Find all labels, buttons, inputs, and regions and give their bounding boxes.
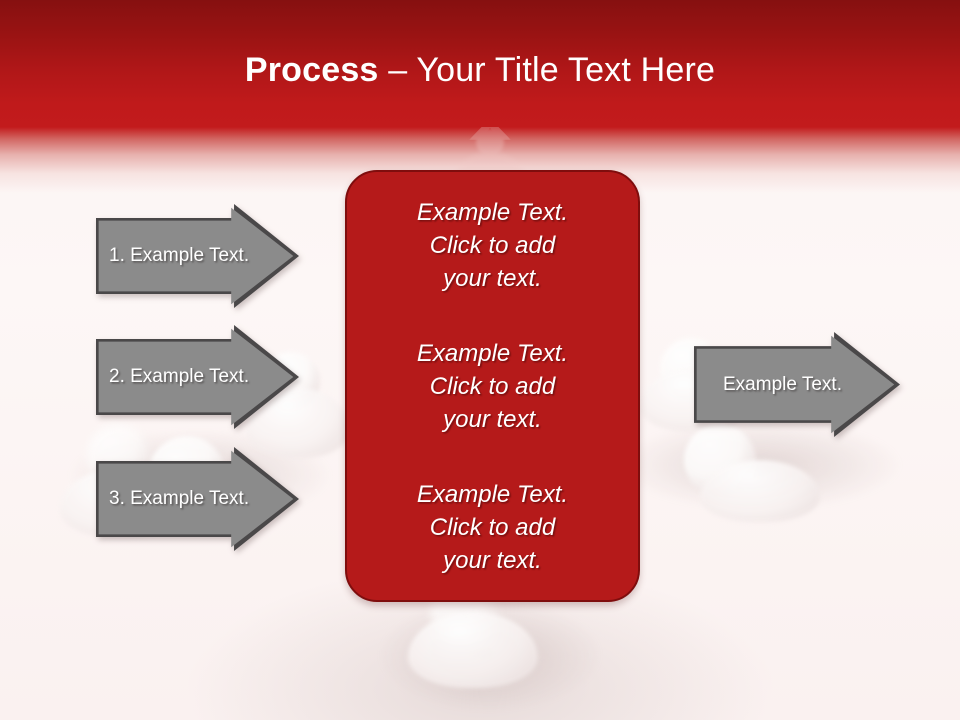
page-title-rest: – Your Title Text Here [378,51,716,89]
page-title-bold: Process [244,51,379,89]
background-figure-body [408,612,538,688]
left-arrow-1-label: 1. Example Text. [109,245,250,266]
center-box-paragraph[interactable]: Example Text. Click to add your text. [416,198,569,292]
left-arrow-1[interactable]: 1. Example Text. [96,204,299,308]
left-arrow-3[interactable]: 3. Example Text. [96,447,299,551]
left-arrow-2[interactable]: 2. Example Text. [96,325,299,429]
left-arrow-3-label: 3. Example Text. [109,488,250,509]
center-box-paragraph[interactable]: Example Text. Click to add your text. [416,339,569,433]
right-arrow-1[interactable]: Example Text. [694,332,900,437]
left-arrow-2-label: 2. Example Text. [109,366,250,387]
page-title: Process – Your Title Text Here [0,50,960,90]
right-arrow-1-label: Example Text. [723,373,842,395]
header-band [0,0,960,127]
center-content-box[interactable]: Example Text. Click to add your text. Ex… [345,170,640,602]
background-figure-body [700,460,820,522]
center-box-paragraph[interactable]: Example Text. Click to add your text. [416,480,569,574]
